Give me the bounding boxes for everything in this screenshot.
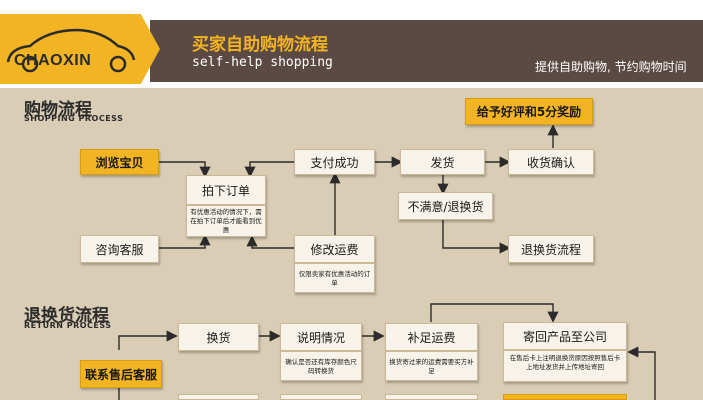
slogan: 提供自助购物, 节约购物时间	[535, 60, 687, 74]
section-subtitle-return: RETURN PROCESS	[24, 321, 112, 330]
node-review: 给予好评和5分奖励	[465, 98, 593, 125]
section-title-return: 退换货流程	[24, 306, 109, 326]
node-contact-aftersale: 联系售后客服	[80, 360, 162, 388]
header-banner	[150, 20, 703, 82]
node-order: 拍下订单	[186, 175, 266, 205]
page-title: 买家自助购物流程	[192, 35, 328, 55]
node-send-back: 寄回产品至公司	[503, 322, 627, 350]
node-browse: 浏览宝贝	[80, 149, 159, 175]
node-explain: 说明情况	[280, 323, 362, 351]
node-pay: 支付成功	[294, 149, 375, 175]
logo-text: CHAOXIN	[14, 52, 92, 69]
note-send-back: 在售后卡上注明退换货原因按照售后卡上地址发货并上传地址寄回	[503, 350, 627, 382]
note-pay-fee: 换货寄过来的运费需要买方补足	[385, 351, 478, 381]
node-ship: 发货	[400, 149, 485, 175]
node-confirm: 收货确认	[508, 149, 594, 175]
node-partial-2	[280, 394, 362, 400]
note-explain: 确认是否还有库存颜色尺码转换货	[280, 351, 362, 381]
page-subtitle: self-help shopping	[192, 55, 333, 70]
node-pay-fee: 补足运费	[385, 323, 478, 351]
node-partial-4	[503, 394, 627, 400]
node-exchange: 换货	[178, 323, 259, 351]
node-partial-1	[178, 394, 259, 400]
node-return-flow: 退换货流程	[508, 235, 594, 263]
car-icon	[6, 28, 136, 73]
logo-badge	[0, 14, 160, 84]
node-unsatisfied: 不满意/退换货	[398, 192, 493, 220]
section-subtitle-shopping: SHOPPING PROCESS	[24, 114, 124, 123]
note-order: 有优惠活动的情况下，需在拍下订单后才能看到优惠	[186, 205, 266, 237]
node-consult: 咨询客服	[80, 235, 159, 263]
node-partial-3	[385, 394, 478, 400]
note-modify-fee: 仅限卖家有优惠活动的订单	[294, 263, 375, 293]
node-modify-fee: 修改运费	[294, 235, 375, 263]
section-title-shopping: 购物流程	[24, 100, 92, 120]
